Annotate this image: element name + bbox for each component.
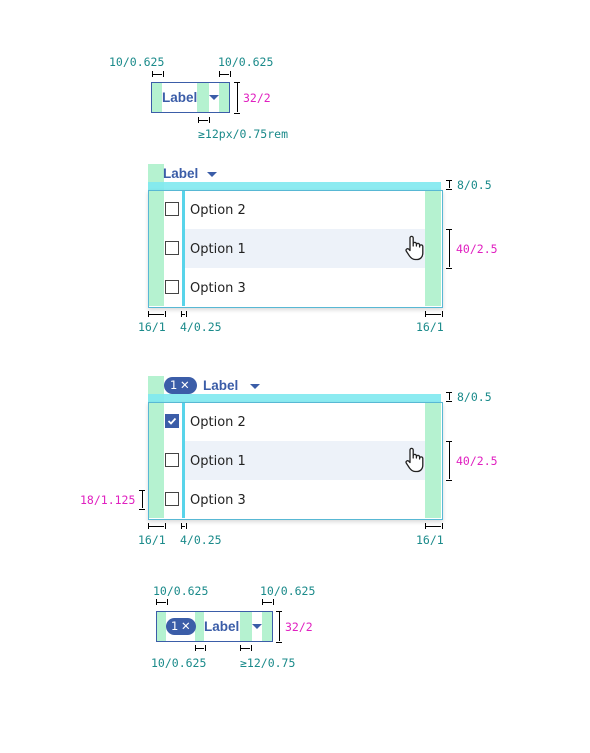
- row-height-marker-line: [449, 441, 450, 479]
- left-padding-area: [156, 611, 166, 641]
- left-padding-label: 16/1: [138, 320, 166, 334]
- caret-gap-area: [240, 611, 252, 641]
- chevron-down-icon: [209, 95, 219, 100]
- checkmark-icon: [167, 417, 177, 425]
- hand-pointer-icon: [405, 447, 424, 473]
- right-padding-label: 10/0.625: [218, 55, 274, 69]
- right-padding-label: 10/0.625: [260, 584, 316, 598]
- right-padding-area: [219, 82, 229, 112]
- selection-count-tag[interactable]: 1 ✕: [166, 618, 196, 635]
- option-label: Option 3: [190, 493, 246, 508]
- options-menu: [148, 190, 443, 308]
- top-gap-marker-line: [449, 180, 450, 188]
- right-padding-marker-line: [219, 74, 229, 75]
- tag-gap-marker-line: [195, 648, 204, 649]
- right-padding-area: [425, 402, 441, 518]
- tag-gap-area: [195, 611, 204, 641]
- tag-gap-label: 10/0.625: [151, 656, 207, 670]
- option-label: Option 1: [190, 454, 246, 469]
- left-padding-marker-line: [148, 314, 164, 315]
- checkbox-gap-label: 4/0.25: [180, 320, 222, 334]
- checkbox[interactable]: [165, 202, 179, 216]
- options-menu: [148, 402, 443, 520]
- option-label: Option 3: [190, 281, 246, 296]
- checkbox[interactable]: [165, 241, 179, 255]
- left-padding-marker-line: [152, 74, 162, 75]
- checkbox-checked[interactable]: [165, 414, 179, 428]
- option-label: Option 1: [190, 242, 246, 257]
- menu-trigger-label[interactable]: Label: [203, 378, 239, 393]
- top-gap-marker-line: [449, 392, 450, 400]
- dropdown-button-label: Label: [204, 619, 240, 634]
- left-padding-label: 16/1: [138, 533, 166, 547]
- checkbox-gap-label: 4/0.25: [180, 533, 222, 547]
- right-padding-marker-line: [425, 314, 441, 315]
- top-gap-label: 8/0.5: [457, 390, 492, 404]
- caret-gap-area: [197, 82, 209, 112]
- caret-gap-label: ≥12/0.75: [240, 656, 296, 670]
- checkbox-size-marker-line: [142, 490, 143, 508]
- checkbox[interactable]: [165, 492, 179, 506]
- right-padding-label: 16/1: [416, 533, 444, 547]
- caret-gap-label: ≥12px/0.75rem: [198, 127, 289, 141]
- right-padding-label: 16/1: [416, 320, 444, 334]
- selection-count: 1: [170, 378, 178, 392]
- caret-gap-marker-line: [198, 120, 208, 121]
- chevron-down-icon[interactable]: [250, 384, 260, 389]
- height-label: 32/2: [285, 620, 313, 634]
- height-marker-line: [279, 611, 280, 641]
- selection-count: 1: [171, 619, 179, 633]
- top-gap-label: 8/0.5: [457, 178, 492, 192]
- chevron-down-icon[interactable]: [207, 172, 217, 177]
- checkbox-gap-marker-line: [181, 314, 185, 315]
- left-padding-marker-line: [148, 526, 164, 527]
- left-padding-label: 10/0.625: [153, 584, 209, 598]
- height-marker-line: [237, 82, 238, 112]
- right-padding-area: [425, 190, 441, 306]
- checkbox-gap-area: [182, 402, 185, 518]
- caret-gap-marker-line: [240, 648, 250, 649]
- selection-count-tag[interactable]: 1 ✕: [164, 377, 197, 394]
- option-label: Option 2: [190, 415, 246, 430]
- row-height-marker-line: [449, 229, 450, 267]
- right-padding-marker-line: [425, 526, 441, 527]
- right-padding-area: [262, 611, 272, 641]
- checkbox-gap-marker-line: [181, 526, 185, 527]
- height-label: 32/2: [243, 91, 271, 105]
- hovered-row: [185, 229, 425, 268]
- close-icon[interactable]: ✕: [180, 378, 190, 392]
- left-padding-label: 10/0.625: [109, 55, 165, 69]
- left-padding-area: [148, 164, 164, 306]
- top-gap-area: [148, 182, 441, 190]
- checkbox[interactable]: [165, 280, 179, 294]
- right-padding-marker-line: [262, 602, 272, 603]
- hovered-row: [185, 441, 425, 480]
- dropdown-button-label: Label: [162, 90, 198, 105]
- top-gap-area: [148, 394, 441, 402]
- dropdown-button[interactable]: [156, 611, 273, 642]
- checkbox-gap-area: [182, 190, 185, 306]
- row-height-label: 40/2.5: [456, 454, 498, 468]
- row-height-label: 40/2.5: [456, 242, 498, 256]
- left-padding-area: [148, 376, 164, 518]
- left-padding-area: [152, 82, 162, 112]
- option-label: Option 2: [190, 203, 246, 218]
- chevron-down-icon: [252, 624, 262, 629]
- dropdown-button[interactable]: [151, 82, 230, 113]
- hand-pointer-icon: [405, 235, 424, 261]
- checkbox-size-label: 18/1.125: [80, 493, 136, 507]
- checkbox[interactable]: [165, 453, 179, 467]
- left-padding-marker-line: [156, 602, 166, 603]
- menu-trigger-label[interactable]: Label: [163, 166, 199, 181]
- close-icon[interactable]: ✕: [181, 619, 191, 633]
